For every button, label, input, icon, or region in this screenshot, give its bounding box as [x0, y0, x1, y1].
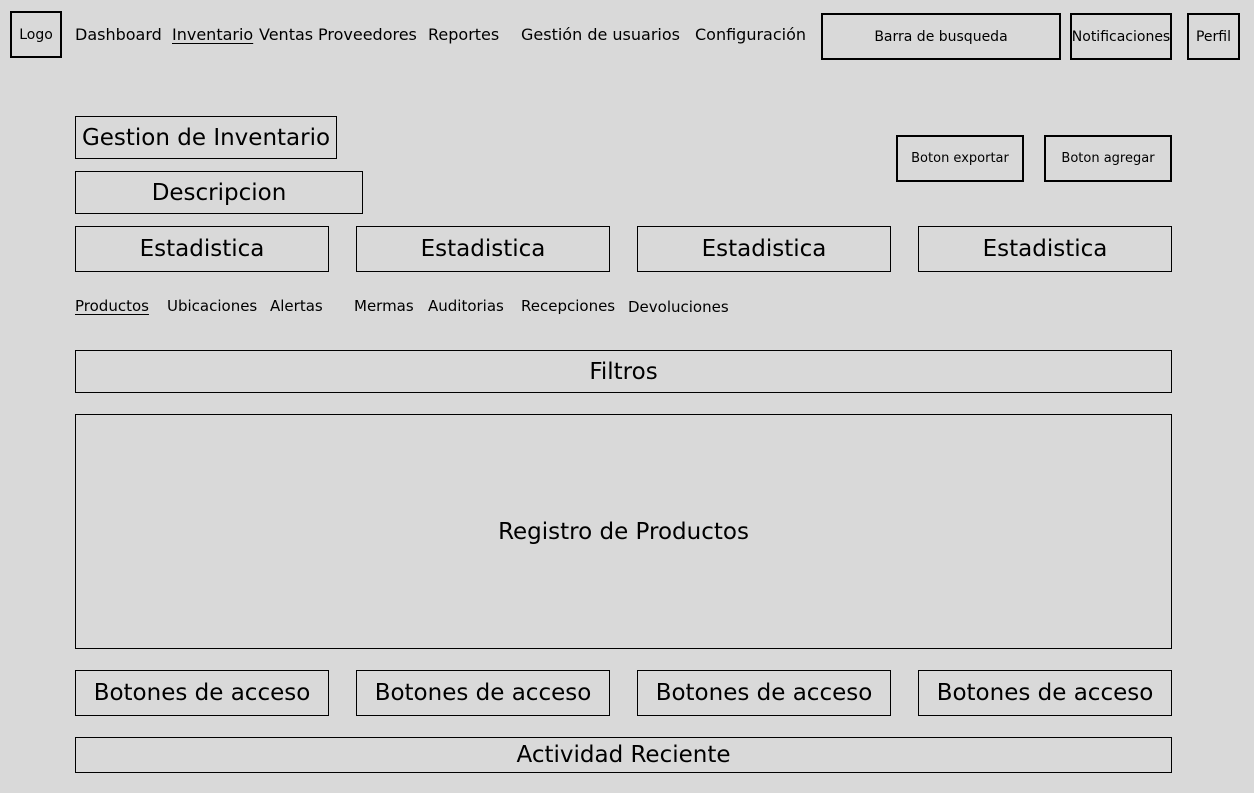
- access-button[interactable]: Botones de acceso: [356, 670, 610, 716]
- nav-gestion-usuarios[interactable]: Gestión de usuarios: [521, 25, 680, 44]
- tab-alertas[interactable]: Alertas: [270, 297, 323, 315]
- stat-card: Estadistica: [637, 226, 891, 272]
- profile-button[interactable]: Perfil: [1187, 13, 1240, 60]
- notifications-button[interactable]: Notificaciones: [1070, 13, 1172, 60]
- product-registry-table[interactable]: Registro de Productos: [75, 414, 1172, 649]
- page-title: Gestion de Inventario: [75, 116, 337, 159]
- nav-configuracion[interactable]: Configuración: [695, 25, 807, 44]
- page-description: Descripcion: [75, 171, 363, 214]
- tab-ubicaciones[interactable]: Ubicaciones: [167, 297, 258, 315]
- search-bar[interactable]: Barra de busqueda: [821, 13, 1061, 60]
- tab-productos[interactable]: Productos: [75, 297, 149, 315]
- nav-dashboard[interactable]: Dashboard: [75, 25, 162, 44]
- tab-devoluciones[interactable]: Devoluciones: [628, 298, 729, 316]
- recent-activity: Actividad Reciente: [75, 737, 1172, 773]
- add-button[interactable]: Boton agregar: [1044, 135, 1172, 182]
- nav-proveedores[interactable]: Proveedores: [318, 25, 417, 44]
- logo[interactable]: Logo: [10, 11, 62, 58]
- tab-recepciones[interactable]: Recepciones: [521, 297, 616, 315]
- access-button[interactable]: Botones de acceso: [918, 670, 1172, 716]
- export-button[interactable]: Boton exportar: [896, 135, 1024, 182]
- access-button[interactable]: Botones de acceso: [637, 670, 891, 716]
- nav-inventario[interactable]: Inventario: [172, 25, 254, 44]
- stat-card: Estadistica: [356, 226, 610, 272]
- access-button[interactable]: Botones de acceso: [75, 670, 329, 716]
- tab-auditorias[interactable]: Auditorias: [428, 297, 504, 315]
- stat-card: Estadistica: [918, 226, 1172, 272]
- stat-card: Estadistica: [75, 226, 329, 272]
- filters-bar[interactable]: Filtros: [75, 350, 1172, 393]
- nav-reportes[interactable]: Reportes: [428, 25, 500, 44]
- tab-mermas[interactable]: Mermas: [354, 297, 414, 315]
- nav-ventas[interactable]: Ventas: [259, 25, 314, 44]
